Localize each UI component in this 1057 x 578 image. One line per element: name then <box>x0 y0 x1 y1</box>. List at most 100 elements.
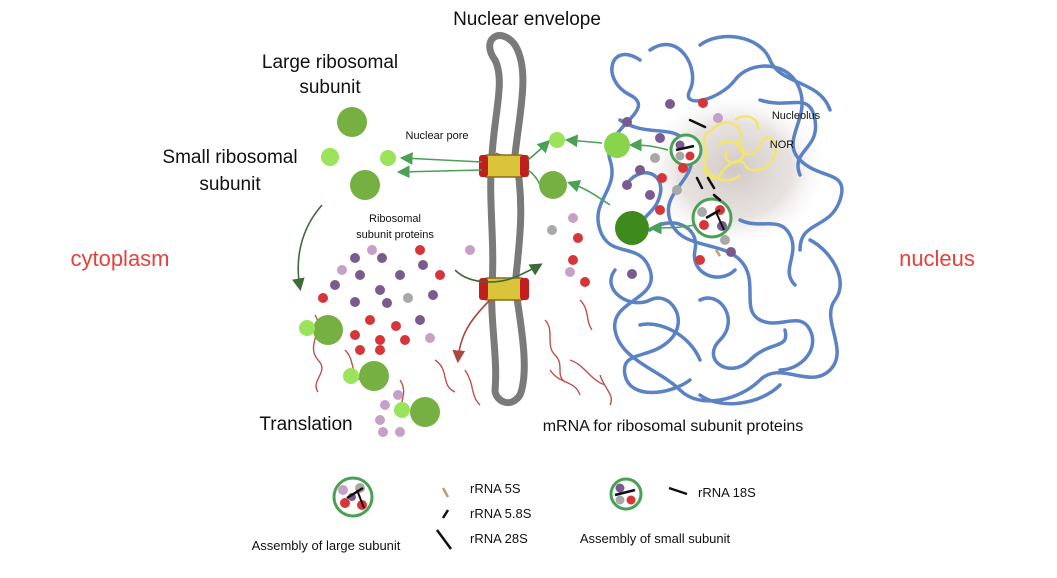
protein-dot <box>655 205 665 215</box>
protein-dot <box>425 333 435 343</box>
protein-dot <box>318 293 328 303</box>
cytoplasm-subunits <box>299 107 649 427</box>
protein-dot <box>568 255 578 265</box>
assembly-large-in-nucleolus <box>691 197 733 239</box>
translating-large <box>313 315 343 345</box>
ribosomal-proteins-label: subunit proteins <box>356 229 434 241</box>
protein-dot <box>382 298 392 308</box>
protein-dot <box>400 335 410 345</box>
protein-dot <box>380 400 390 410</box>
assembly-small-in-nucleolus <box>669 133 703 167</box>
protein-dot <box>428 290 438 300</box>
translating-small <box>343 368 359 384</box>
protein-dot <box>375 285 385 295</box>
nucleolus-region <box>640 90 830 250</box>
protein-dot <box>350 253 360 263</box>
large-subunit <box>615 211 649 245</box>
protein-dot <box>350 330 360 340</box>
protein-dot <box>622 180 632 190</box>
legend-rrna-18s-icon <box>668 486 688 496</box>
protein-dot <box>698 98 708 108</box>
legend-rrna-28s: rRNA 28S <box>470 531 528 546</box>
protein-dot <box>418 260 428 270</box>
protein-dot <box>367 245 377 255</box>
protein-dot <box>665 99 675 109</box>
nuclear-pore-upper <box>479 154 529 178</box>
protein-dot <box>565 267 575 277</box>
protein-dot <box>573 233 583 243</box>
transport-arrows <box>292 134 696 364</box>
legend-assembly-small: Assembly of small subunit <box>580 531 731 546</box>
protein-dot <box>393 390 403 400</box>
protein-dot <box>355 345 365 355</box>
protein-dot <box>378 427 388 437</box>
small-subunit-label: subunit <box>199 174 261 195</box>
protein-dot <box>403 293 413 303</box>
small-subunit <box>380 150 396 166</box>
legend-rrna-5s-icon <box>441 487 450 498</box>
ribosomal-proteins-label: Ribosomal <box>369 213 421 225</box>
translation-label: Translation <box>259 414 352 435</box>
legend-assembly-large-icon <box>332 476 374 518</box>
protein-dot <box>330 280 340 290</box>
protein-dot <box>355 270 365 280</box>
large-subunit-label: Large ribosomal <box>262 52 398 73</box>
large-subunit <box>337 107 367 137</box>
large-subunit-label: subunit <box>299 77 361 98</box>
protein-dot <box>622 117 632 127</box>
protein-dot <box>627 269 637 279</box>
protein-dot <box>695 255 705 265</box>
nucleolus-label: Nucleolus <box>772 110 821 122</box>
legend-assembly-large: Assembly of large subunit <box>252 538 401 553</box>
translating-large <box>410 397 440 427</box>
protein-dot <box>365 315 375 325</box>
large-subunit <box>539 171 567 199</box>
legend-assembly-small-icon <box>609 477 643 511</box>
nucleus-label: nucleus <box>899 246 975 271</box>
protein-dot <box>568 213 578 223</box>
protein-dot <box>645 190 655 200</box>
translating-small <box>394 402 410 418</box>
protein-dot <box>726 247 736 257</box>
protein-dots <box>318 98 736 437</box>
mrna-strands <box>312 299 612 416</box>
legend-rrna-58s-icon <box>441 509 450 519</box>
legend: Assembly of large subunit rRNA 5S rRNA 5… <box>252 476 756 553</box>
protein-dot <box>395 427 405 437</box>
rrna-5s-fragment <box>714 249 722 257</box>
protein-dot <box>678 163 688 173</box>
translating-large <box>359 361 389 391</box>
legend-rrna-58s: rRNA 5.8S <box>470 506 532 521</box>
legend-rrna-18s: rRNA 18S <box>698 485 756 500</box>
protein-dot <box>650 153 660 163</box>
rrna-fragments <box>688 118 722 202</box>
protein-dot <box>375 335 385 345</box>
protein-dot <box>657 173 667 183</box>
nor-tangle <box>702 115 778 182</box>
protein-dot <box>377 253 387 263</box>
protein-dot <box>580 277 590 287</box>
nuclear-pore-lower <box>479 277 529 301</box>
protein-dot <box>337 265 347 275</box>
protein-dot <box>415 315 425 325</box>
protein-dot <box>391 321 401 331</box>
protein-dot <box>547 225 557 235</box>
protein-dot <box>435 270 445 280</box>
protein-dot <box>655 133 665 143</box>
protein-dot <box>375 415 385 425</box>
nuclear-pore-label: Nuclear pore <box>406 130 469 142</box>
small-subunit <box>549 132 565 148</box>
large-subunit <box>604 132 630 158</box>
legend-rrna-28s-icon <box>435 529 453 550</box>
nuclear-envelope-label: Nuclear envelope <box>453 9 601 30</box>
protein-dot <box>720 235 730 245</box>
protein-dot <box>415 245 425 255</box>
protein-dot <box>713 113 723 123</box>
large-subunit <box>350 170 380 200</box>
small-subunit <box>321 148 339 166</box>
mrna-label: mRNA for ribosomal subunit proteins <box>543 418 804 435</box>
cytoplasm-label: cytoplasm <box>70 246 169 271</box>
legend-rrna-5s: rRNA 5S <box>470 481 521 496</box>
